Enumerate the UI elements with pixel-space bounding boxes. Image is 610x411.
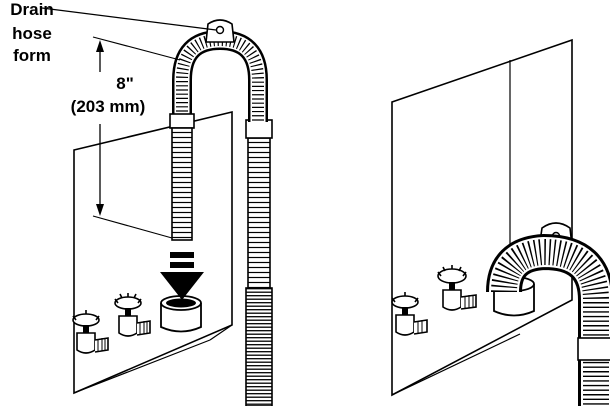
- left-standpipe: [160, 295, 202, 333]
- callout-leader: [41, 7, 217, 31]
- right-hose-form: [486, 222, 610, 406]
- left-hose-form: [172, 19, 268, 122]
- left-scene: [41, 7, 273, 407]
- left-faucet-front: [114, 293, 151, 337]
- right-faucet-front: [437, 265, 477, 311]
- left-hose-end: [169, 113, 195, 241]
- callout-label-line2: hose: [12, 24, 52, 43]
- dimension-imperial: 8": [116, 74, 134, 93]
- callout-label-line1: Drain: [10, 0, 54, 19]
- right-faucet-back: [391, 292, 428, 336]
- callout-label-line3: form: [13, 46, 51, 65]
- insert-down-arrow-icon: [160, 252, 204, 300]
- dimension-metric: (203 mm): [70, 97, 146, 116]
- right-wall: [391, 38, 573, 397]
- right-scene: [391, 38, 610, 406]
- left-drain-hose-long: [245, 119, 273, 407]
- left-faucet-back: [72, 310, 109, 354]
- dimension-line: [92, 36, 181, 239]
